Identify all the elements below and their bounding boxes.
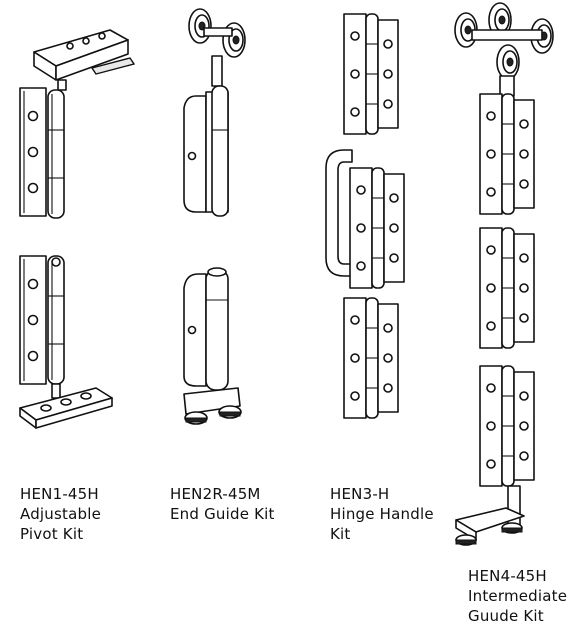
intermediate-top-wheels <box>454 2 554 97</box>
end-guide-bottom-bracket <box>183 267 229 391</box>
product-name-line1: Hinge Handle <box>330 505 434 523</box>
intermediate-hinge-1 <box>479 93 535 215</box>
hinge-handle-middle <box>325 149 405 289</box>
caption-hen2r: HEN2R-45M End Guide Kit <box>170 484 275 524</box>
end-guide-top-bracket <box>183 85 229 217</box>
caption-hen1: HEN1-45H Adjustable Pivot Kit <box>20 484 101 544</box>
intermediate-hinge-2 <box>479 227 535 349</box>
product-code: HEN2R-45M <box>170 485 261 503</box>
intermediate-hinge-3 <box>479 365 535 487</box>
product-name-line1: End Guide Kit <box>170 505 275 523</box>
product-code: HEN1-45H <box>20 485 99 503</box>
pivot-bottom-hinge <box>19 255 65 385</box>
caption-hen3: HEN3-H Hinge Handle Kit <box>330 484 434 544</box>
product-name-line2: Guude Kit <box>468 607 544 625</box>
end-guide-bottom-rollers <box>183 387 242 425</box>
end-guide-top-wheels <box>188 8 246 87</box>
pivot-base-plate <box>19 383 113 429</box>
product-name-line1: Intermediate <box>468 587 568 605</box>
product-name-line2: Pivot Kit <box>20 525 84 543</box>
product-code: HEN4-45H <box>468 567 547 585</box>
caption-hen4: HEN4-45H Intermediate Guude Kit <box>468 566 567 626</box>
pivot-top-bracket <box>33 29 136 91</box>
pivot-top-hinge <box>19 87 65 219</box>
product-name-line1: Adjustable <box>20 505 101 523</box>
hinge-handle-bottom-hinge <box>343 297 399 419</box>
product-name-line2: Kit <box>330 525 351 543</box>
hinge-handle-top-hinge <box>343 13 399 135</box>
product-code: HEN3-H <box>330 485 390 503</box>
intermediate-bottom-guide <box>455 485 525 546</box>
